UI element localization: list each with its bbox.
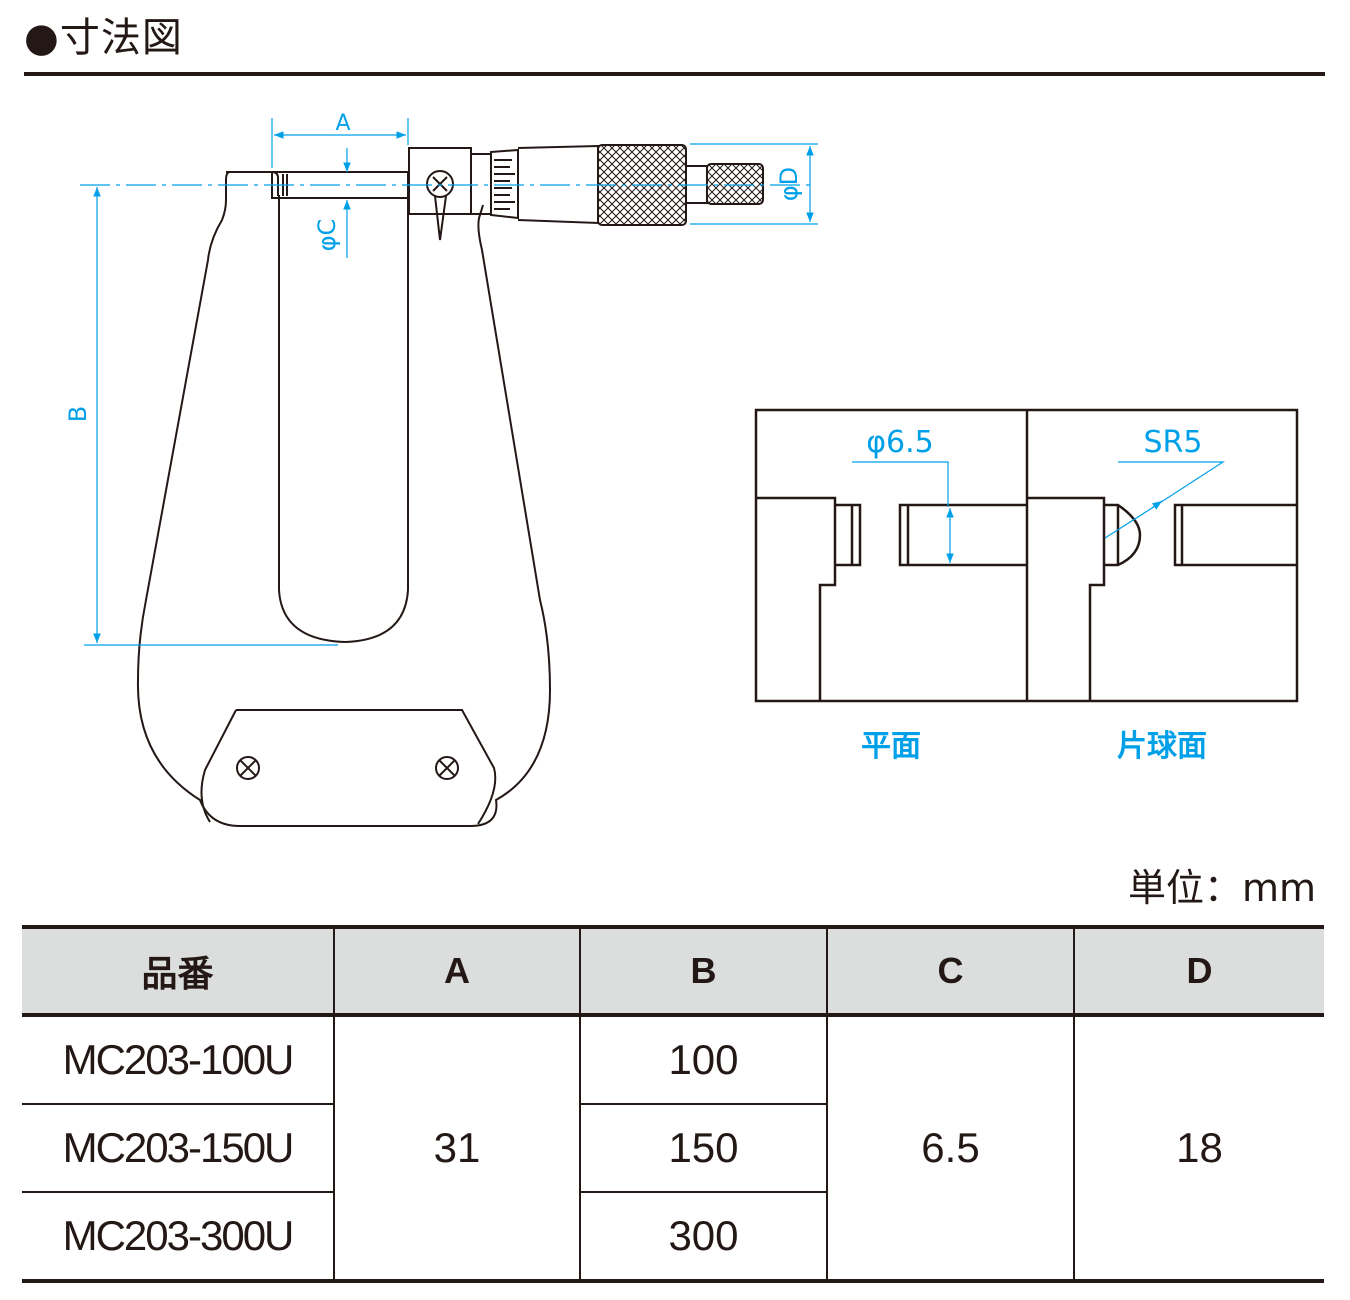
page-title: ●寸法図 [24, 15, 183, 61]
b-value: 100 [579, 1015, 827, 1105]
table-row: MC203-100U 31 100 6.5 18 [22, 1015, 1324, 1283]
dimension-a [271, 118, 409, 168]
label-c: φC [313, 219, 341, 252]
spec-table: 品番 A B C D MC203-100U 31 100 6.5 18 MC20… [22, 925, 1324, 1283]
a-value: 31 [333, 1015, 580, 1283]
unit-label: 単位：mm [1127, 866, 1316, 910]
dimension-drawing: A φC φD B φ6.5 SR5 平面 片球面 [64, 111, 1299, 827]
micrometer-frame [136, 144, 764, 827]
model-cell: MC203-300U [22, 1192, 334, 1283]
model-cell: MC203-150U [22, 1104, 334, 1193]
label-a: A [335, 111, 350, 136]
flat-caption: 平面 [861, 729, 921, 764]
flat-dimension-label: φ6.5 [866, 425, 934, 460]
header-a: A [333, 925, 580, 1017]
header-d: D [1073, 925, 1324, 1017]
header-b: B [579, 925, 827, 1017]
label-d: φD [775, 167, 803, 201]
sphere-caption: 片球面 [1117, 729, 1207, 764]
table-row: MC203-300U 300 [22, 1192, 1324, 1283]
table-header-row: 品番 A B C D [22, 925, 1324, 1017]
sphere-dimension-label: SR5 [1144, 425, 1203, 460]
header-c: C [826, 925, 1074, 1017]
dimension-d [690, 143, 818, 225]
header-model: 品番 [22, 925, 334, 1017]
d-value: 18 [1073, 1015, 1324, 1283]
dimension-b [84, 187, 338, 646]
label-b: B [64, 406, 92, 422]
table-row: MC203-150U 150 [22, 1104, 1324, 1193]
b-value: 300 [579, 1192, 827, 1283]
anvil-detail-panel [754, 408, 1299, 703]
model-cell: MC203-100U [22, 1015, 334, 1105]
title-divider [24, 72, 1325, 76]
c-value: 6.5 [826, 1015, 1074, 1283]
b-value: 150 [579, 1104, 827, 1193]
detail-dimensions [852, 461, 1226, 563]
